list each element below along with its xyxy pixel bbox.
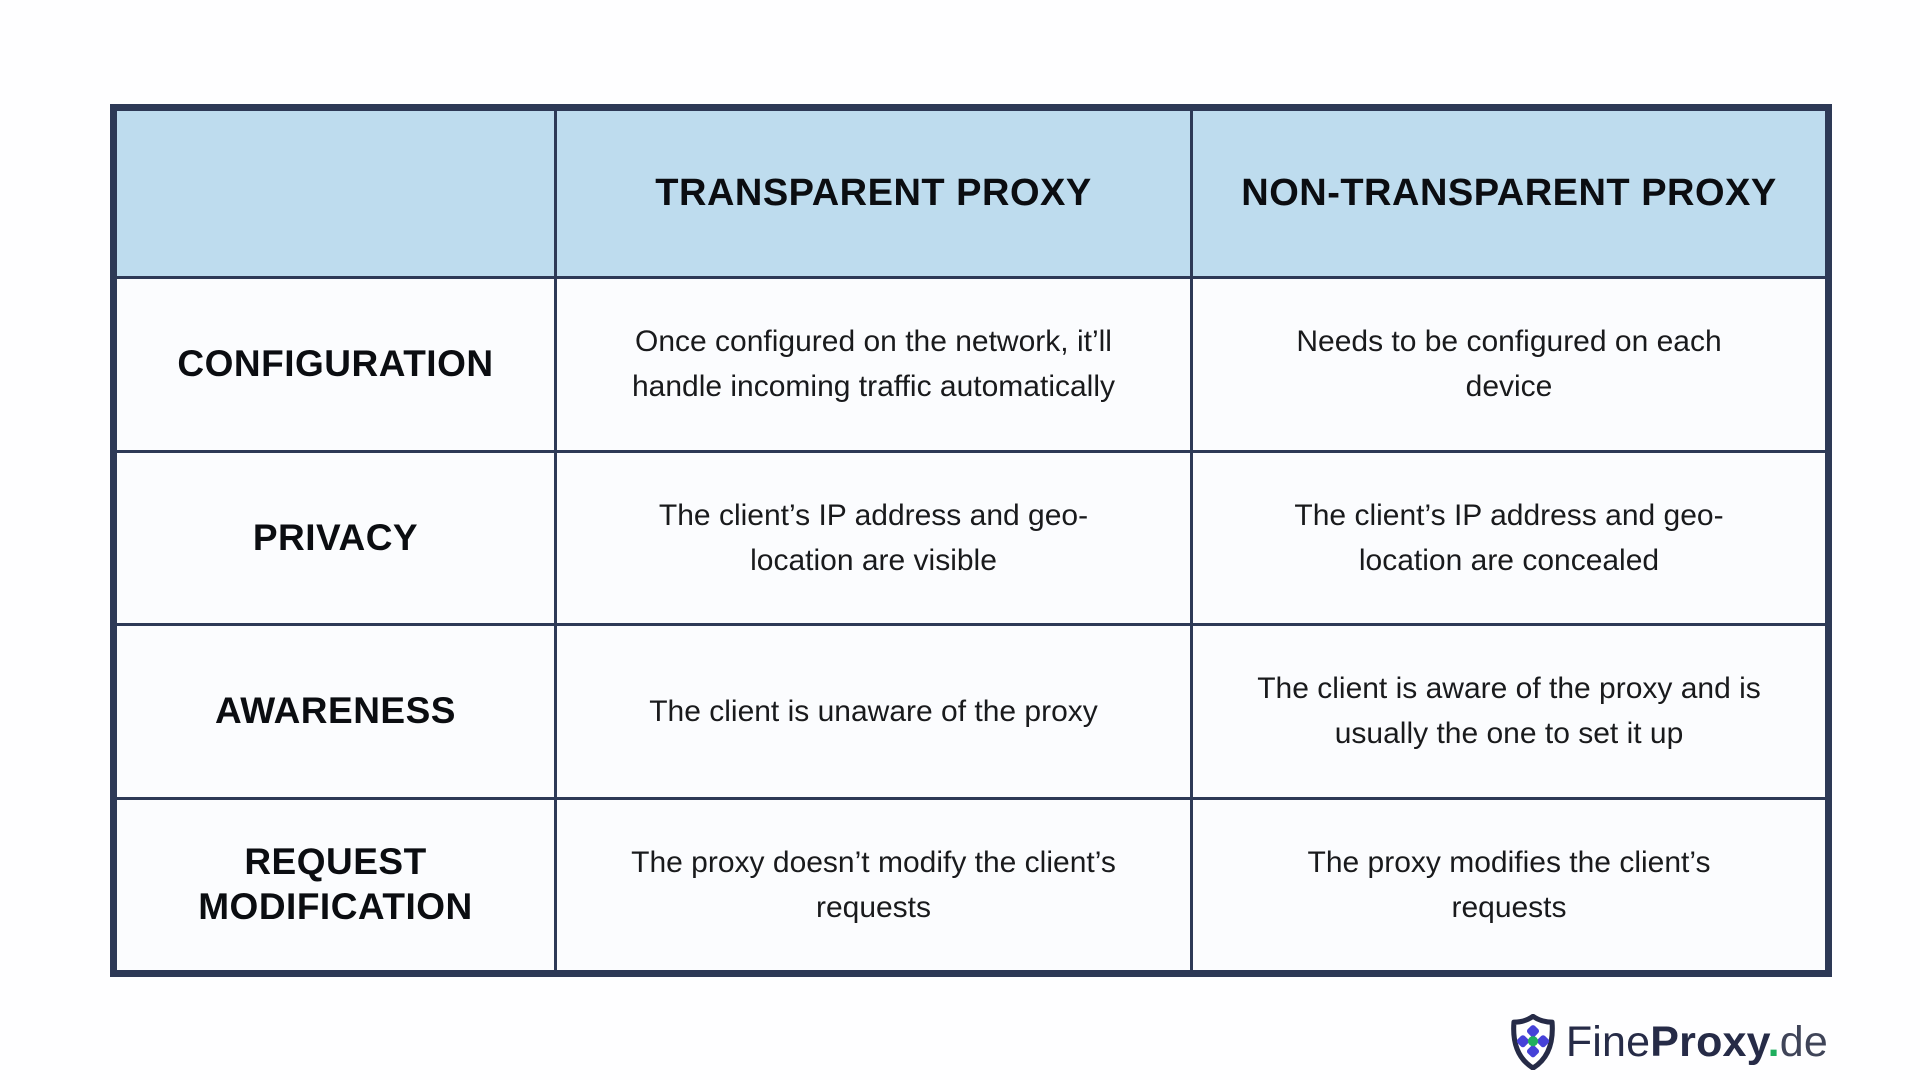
shield-icon [1508, 1014, 1558, 1070]
fineproxy-logo: FineProxy.de [1508, 1014, 1828, 1070]
header-cell-empty [117, 111, 554, 276]
header-cell-transparent-proxy: TRANSPARENT PROXY [557, 111, 1190, 276]
cell-privacy-transparent: The client’s IP address and geo- locatio… [557, 452, 1190, 623]
row-label-configuration: CONFIGURATION [117, 279, 554, 450]
logo-text-tld: de [1779, 1017, 1828, 1066]
row-label-request-modification: REQUEST MODIFICATION [117, 799, 554, 970]
logo-text-fine: Fine [1565, 1017, 1651, 1066]
cell-request-modification-non-transparent: The proxy modifies the client’s requests [1193, 799, 1825, 970]
row-label-privacy: PRIVACY [117, 452, 554, 623]
cell-privacy-non-transparent: The client’s IP address and geo- locatio… [1193, 452, 1825, 623]
row-label-awareness: AWARENESS [117, 626, 554, 797]
cell-configuration-non-transparent: Needs to be configured on each device [1193, 279, 1825, 450]
logo-text-dot: . [1767, 1017, 1780, 1066]
logo-text-proxy: Proxy [1650, 1017, 1768, 1066]
cell-configuration-transparent: Once configured on the network, it’ll ha… [557, 279, 1190, 450]
cell-awareness-non-transparent: The client is aware of the proxy and is … [1193, 626, 1825, 797]
cell-awareness-transparent: The client is unaware of the proxy [557, 626, 1190, 797]
proxy-comparison-table: TRANSPARENT PROXY NON-TRANSPARENT PROXY … [110, 104, 1832, 977]
cell-request-modification-transparent: The proxy doesn’t modify the client’s re… [557, 799, 1190, 970]
header-cell-non-transparent-proxy: NON-TRANSPARENT PROXY [1193, 111, 1825, 276]
logo-wordmark: FineProxy.de [1566, 1018, 1828, 1067]
